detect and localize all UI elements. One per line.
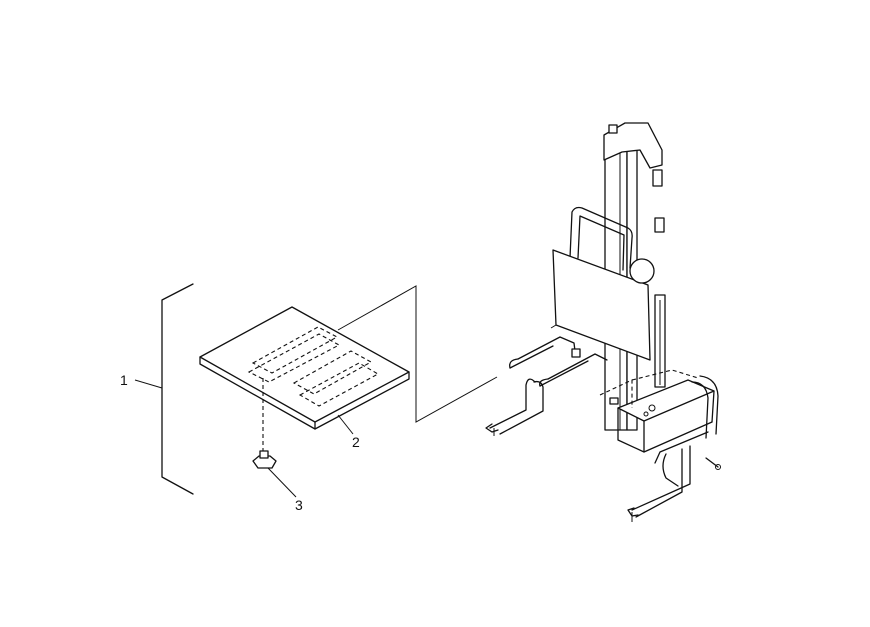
callout-1: 1 bbox=[120, 372, 128, 388]
assembly-bracket bbox=[134, 283, 194, 495]
lift-truck bbox=[485, 122, 721, 522]
callout-2: 2 bbox=[352, 434, 360, 450]
knob-screw bbox=[252, 378, 277, 469]
leader-3 bbox=[267, 467, 297, 498]
leader-2 bbox=[337, 414, 354, 435]
platform-board bbox=[199, 285, 498, 430]
callout-3: 3 bbox=[295, 497, 303, 513]
